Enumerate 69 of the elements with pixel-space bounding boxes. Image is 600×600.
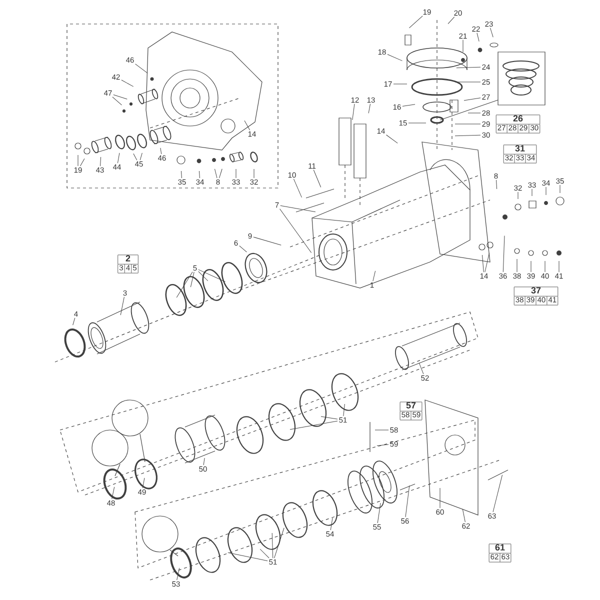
leader-line bbox=[272, 532, 274, 558]
leader-line bbox=[253, 236, 282, 246]
leader-line bbox=[352, 104, 355, 120]
leader-line bbox=[402, 104, 416, 106]
leader-line bbox=[476, 32, 480, 42]
leader-line bbox=[516, 258, 518, 272]
leader-line bbox=[176, 272, 193, 298]
leader-line bbox=[214, 168, 218, 178]
leader-line bbox=[490, 28, 494, 38]
leader-line bbox=[280, 205, 316, 212]
leader-line bbox=[462, 508, 466, 522]
leader-line bbox=[133, 153, 138, 160]
leader-line bbox=[320, 416, 338, 420]
leader-line bbox=[140, 152, 142, 160]
leader-line bbox=[387, 54, 402, 62]
leader-line bbox=[448, 16, 455, 24]
leader-line bbox=[80, 158, 85, 166]
leader-line bbox=[544, 260, 546, 272]
leader-line bbox=[496, 180, 498, 190]
leader-line bbox=[180, 170, 182, 178]
leader-line bbox=[405, 485, 410, 518]
leader-line bbox=[112, 96, 122, 106]
leader-line bbox=[198, 269, 226, 282]
leader-line bbox=[376, 444, 389, 446]
leader-line bbox=[120, 296, 124, 316]
leader-line bbox=[456, 66, 481, 68]
leader-line bbox=[408, 122, 426, 124]
leader-line bbox=[386, 134, 398, 144]
leader-line bbox=[112, 486, 115, 500]
leader-line bbox=[176, 568, 180, 580]
leader-line bbox=[218, 168, 222, 178]
leader-line bbox=[368, 104, 371, 114]
leader-line bbox=[244, 120, 250, 130]
leader-line bbox=[293, 178, 302, 198]
leader-line bbox=[121, 80, 134, 87]
leader-line bbox=[190, 272, 194, 288]
leader-line bbox=[482, 254, 484, 272]
leader-line bbox=[464, 98, 481, 101]
leader-line bbox=[454, 134, 481, 136]
leader-line bbox=[343, 404, 345, 416]
leader-line bbox=[330, 518, 333, 530]
leader-line bbox=[502, 236, 505, 272]
leader-line bbox=[198, 271, 208, 282]
leader-line bbox=[313, 170, 322, 188]
leader-line bbox=[462, 40, 464, 52]
leader-line bbox=[260, 548, 270, 558]
leader-line bbox=[198, 170, 200, 178]
leader-line bbox=[117, 152, 120, 164]
leader-line bbox=[100, 156, 102, 166]
leader-line bbox=[558, 260, 560, 272]
leader-line bbox=[142, 478, 145, 488]
leader-line bbox=[372, 270, 376, 282]
leader-line bbox=[418, 362, 424, 374]
leader-line bbox=[203, 458, 205, 466]
leader-line bbox=[484, 252, 490, 272]
leader-line bbox=[72, 318, 76, 326]
leader-line bbox=[530, 260, 532, 272]
leader-line bbox=[113, 94, 128, 100]
leader-line bbox=[239, 246, 247, 252]
leader-line bbox=[290, 420, 338, 430]
leader-line bbox=[408, 16, 423, 28]
leader-line bbox=[492, 474, 503, 512]
leader-line bbox=[468, 112, 481, 114]
leader-line bbox=[280, 208, 312, 254]
leader-line bbox=[228, 552, 268, 562]
leader-line bbox=[274, 528, 284, 558]
leader-line bbox=[377, 502, 381, 524]
leader-line bbox=[135, 64, 148, 74]
leader-line bbox=[160, 148, 162, 154]
